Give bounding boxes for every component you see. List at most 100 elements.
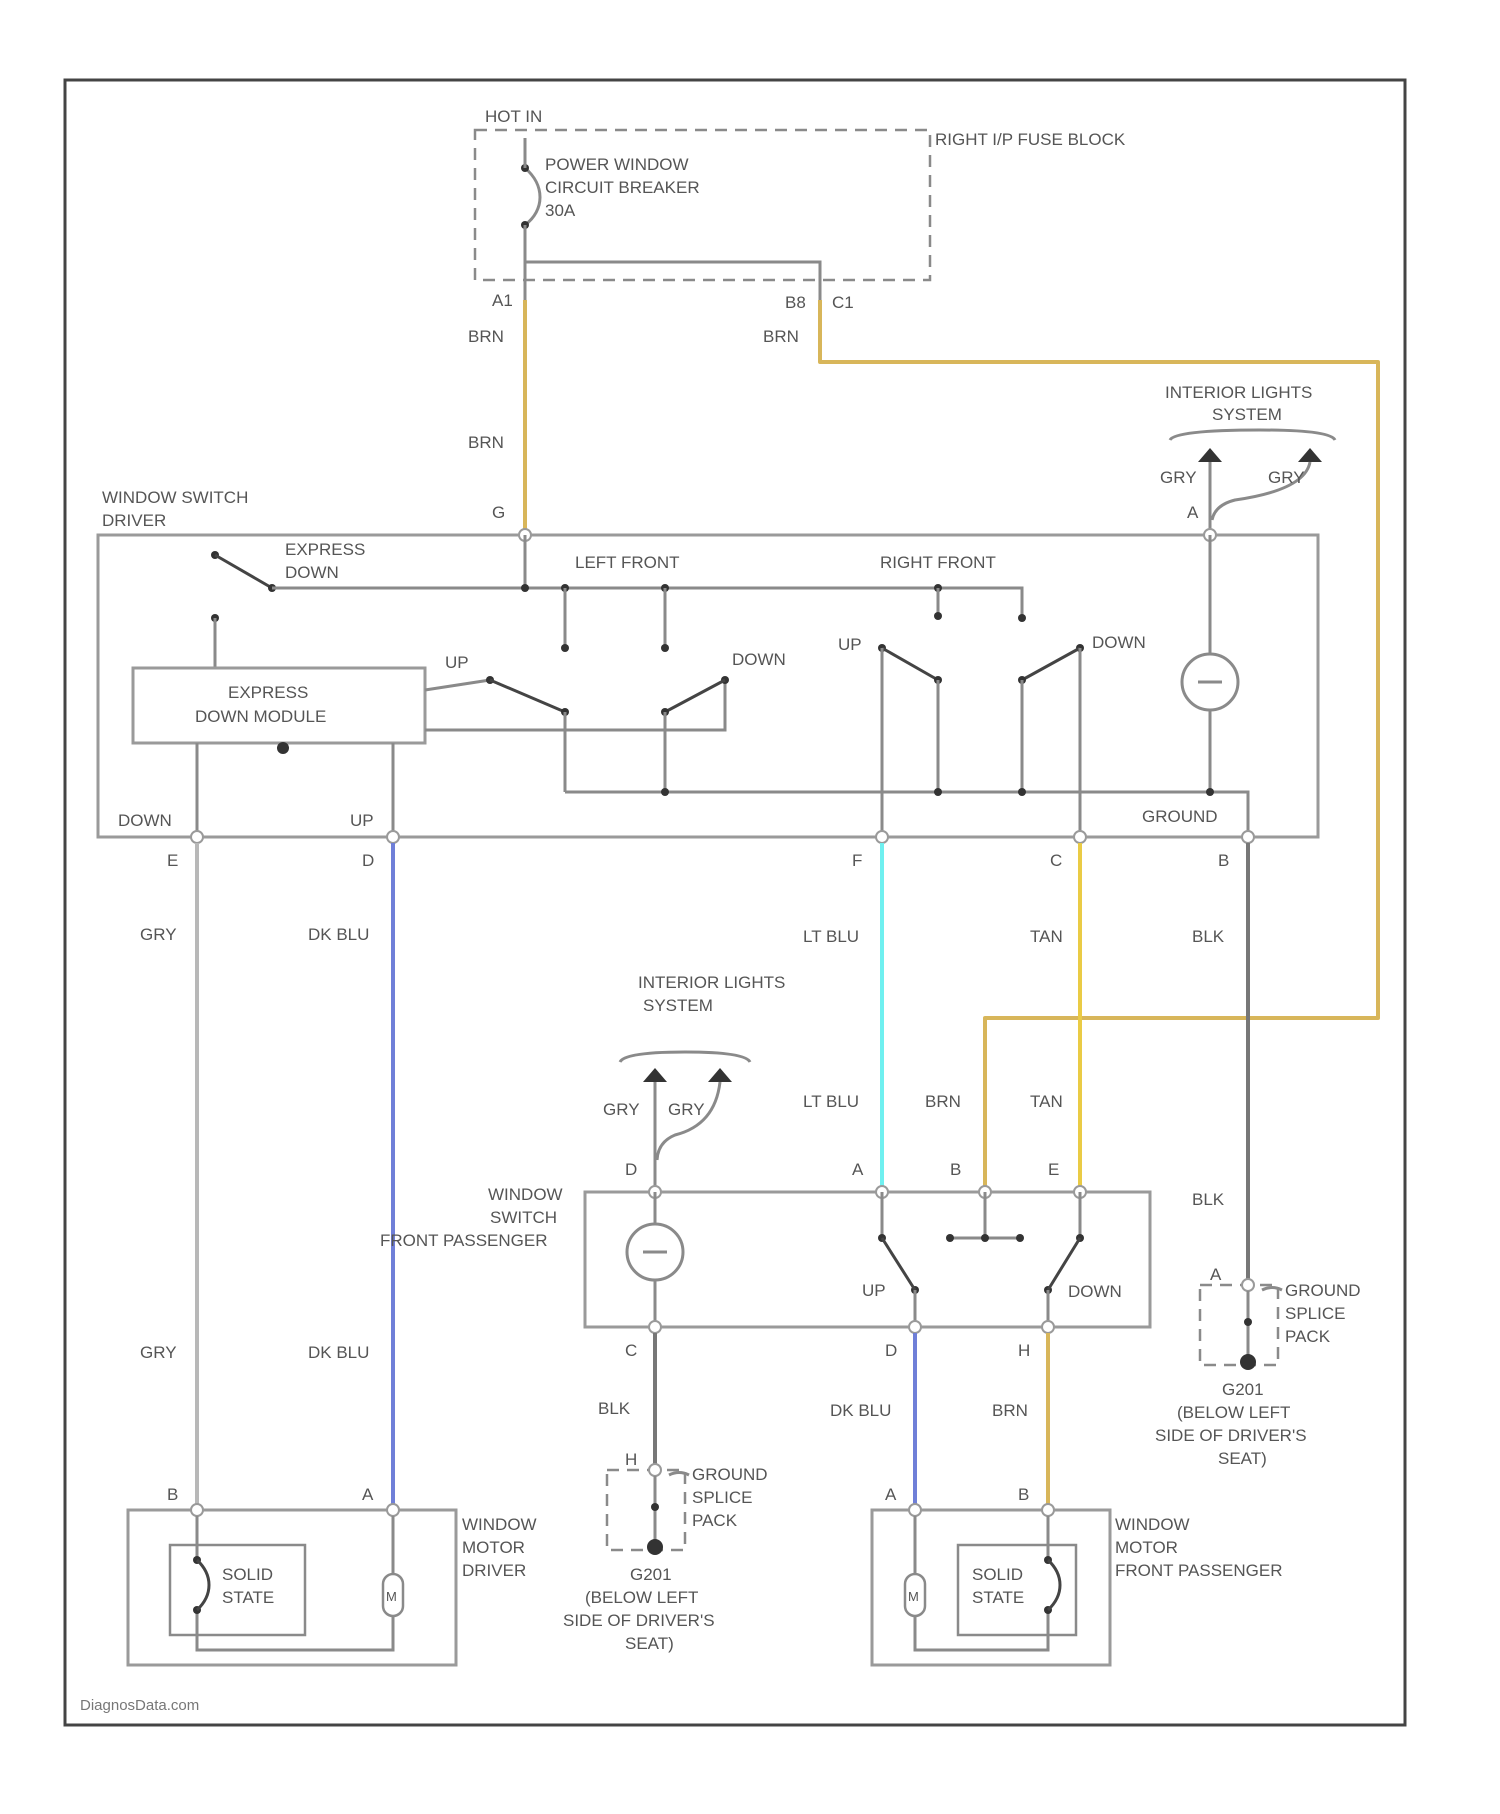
wire-label-brn-2: BRN — [468, 433, 504, 452]
express-down-module — [133, 668, 425, 743]
pin-c1-label: C1 — [832, 293, 854, 312]
splice-right-label-2: SPLICE — [1285, 1304, 1345, 1323]
pin-h-label-pass: H — [1018, 1341, 1030, 1360]
ground-center-label-2: (BELOW LEFT — [585, 1588, 698, 1607]
fuse-block: HOT IN RIGHT I/P FUSE BLOCK POWER WINDOW… — [475, 107, 1126, 312]
motor-driver-label-3: DRIVER — [462, 1561, 526, 1580]
motor-pass-label-2: MOTOR — [1115, 1538, 1178, 1557]
pin-c-label-driver: C — [1050, 851, 1062, 870]
wire-label-brn-3: BRN — [763, 327, 799, 346]
fuse-block-outline — [475, 130, 930, 280]
pin-b8-label: B8 — [785, 293, 806, 312]
wire-label-dkblu-1: DK BLU — [308, 925, 369, 944]
motor-driver-label-2: MOTOR — [462, 1538, 525, 1557]
interior-lights-lower-label-1: INTERIOR LIGHTS — [638, 973, 785, 992]
pin-e-label-pass: E — [1048, 1160, 1059, 1179]
wire-label-brn-4: BRN — [925, 1092, 961, 1111]
pass-switch-label-2: SWITCH — [490, 1208, 557, 1227]
wire-label-ltblu-2: LT BLU — [803, 1092, 859, 1111]
pin-d-label-pass-out: D — [885, 1341, 897, 1360]
pin-d-label-driver: D — [362, 851, 374, 870]
pin-h-label-splice-center: H — [625, 1450, 637, 1469]
pin-a1-label: A1 — [492, 291, 513, 310]
gry-label-top-1: GRY — [1160, 468, 1197, 487]
breaker-label-1: POWER WINDOW — [545, 155, 689, 174]
wire-label-gry-2: GRY — [140, 1343, 177, 1362]
driver-switch-label-1: WINDOW SWITCH — [102, 488, 248, 507]
driver-ground-pin-label: GROUND — [1142, 807, 1218, 826]
driver-up-pin-label: UP — [350, 811, 374, 830]
wire-label-blk-2: BLK — [1192, 1190, 1225, 1209]
gry-label-lower-2: GRY — [668, 1100, 705, 1119]
pass-down-label: DOWN — [1068, 1282, 1122, 1301]
wire-label-blk-1: BLK — [1192, 927, 1225, 946]
wire-label-dkblu-3: DK BLU — [830, 1401, 891, 1420]
express-down-label-2: DOWN — [285, 563, 339, 582]
pin-e-label-driver: E — [167, 851, 178, 870]
motor-driver-label-1: WINDOW — [462, 1515, 537, 1534]
pin-b-label-driver: B — [1218, 851, 1229, 870]
rf-down-label: DOWN — [1092, 633, 1146, 652]
breaker-label-2: CIRCUIT BREAKER — [545, 178, 700, 197]
motor-pass-label-3: FRONT PASSENGER — [1115, 1561, 1283, 1580]
interior-lights-label-2: SYSTEM — [1212, 405, 1282, 424]
pin-a-label-top: A — [1187, 503, 1199, 522]
splice-center-label-1: GROUND — [692, 1465, 768, 1484]
wire-label-gry-1: GRY — [140, 925, 177, 944]
motor-pass-label-1: WINDOW — [1115, 1515, 1190, 1534]
breaker-label-3: 30A — [545, 201, 576, 220]
module-label-2: DOWN MODULE — [195, 707, 326, 726]
pass-switch-label-3: FRONT PASSENGER — [380, 1231, 548, 1250]
hot-label: HOT IN — [485, 107, 542, 126]
lf-down-label: DOWN — [732, 650, 786, 669]
wire-label-tan-1: TAN — [1030, 927, 1063, 946]
splice-right-label-1: GROUND — [1285, 1281, 1361, 1300]
pin-a-label-motor-pass: A — [885, 1485, 897, 1504]
ground-splice-right: A GROUND SPLICE PACK G201 (BELOW LEFT SI… — [1155, 1265, 1361, 1468]
pin-a-label-splice-right: A — [1210, 1265, 1222, 1284]
solid-state-pass-label-1: SOLID — [972, 1565, 1023, 1584]
express-down-label-1: EXPRESS — [285, 540, 365, 559]
ground-center-label-1: G201 — [630, 1565, 672, 1584]
ground-right-label-1: G201 — [1222, 1380, 1264, 1399]
wire-label-tan-2: TAN — [1030, 1092, 1063, 1111]
module-label-1: EXPRESS — [228, 683, 308, 702]
splice-center-label-2: SPLICE — [692, 1488, 752, 1507]
solid-state-driver-label-1: SOLID — [222, 1565, 273, 1584]
interior-lights-lower: INTERIOR LIGHTS SYSTEM SYSTEM GRY GRY D — [603, 973, 785, 1192]
pin-d-label-pass: D — [625, 1160, 637, 1179]
passenger-window-switch: WINDOW SWITCH FRONT PASSENGER A B E UP D… — [380, 1160, 1150, 1360]
ground-right-label-2: (BELOW LEFT — [1177, 1403, 1290, 1422]
pin-b-label-motor-pass: B — [1018, 1485, 1029, 1504]
pin-b-label-motor-driver: B — [167, 1485, 178, 1504]
pin-a-label-motor-driver: A — [362, 1485, 374, 1504]
driver-down-pin-label: DOWN — [118, 811, 172, 830]
pin-a-label-pass: A — [852, 1160, 864, 1179]
splice-right-label-3: PACK — [1285, 1327, 1331, 1346]
wire-label-brn-5: BRN — [992, 1401, 1028, 1420]
window-motor-driver: B A SOLID STATE M WINDOW MOTOR DRIVER — [128, 1485, 537, 1665]
left-front-label: LEFT FRONT — [575, 553, 680, 572]
solid-state-pass-label-2: STATE — [972, 1588, 1024, 1607]
motor-m-driver: M — [386, 1589, 397, 1604]
pass-switch-label-1: WINDOW — [488, 1185, 563, 1204]
ground-center-label-3: SIDE OF DRIVER'S — [563, 1611, 715, 1630]
ground-center-label-4: SEAT) — [625, 1634, 674, 1653]
gry-label-lower-1: GRY — [603, 1100, 640, 1119]
interior-lights-lower-label-2: SYSTEM — [643, 996, 713, 1015]
interior-lights-label-1: INTERIOR LIGHTS — [1165, 383, 1312, 402]
wire-label-brn-1: BRN — [468, 327, 504, 346]
ground-splice-center: H GROUND SPLICE PACK G201 (BELOW LEFT SI… — [563, 1450, 768, 1653]
pin-f-label-driver: F — [852, 851, 862, 870]
ground-right-label-3: SIDE OF DRIVER'S — [1155, 1426, 1307, 1445]
right-front-label: RIGHT FRONT — [880, 553, 996, 572]
gry-label-top-2: GRY — [1268, 468, 1305, 487]
interior-lights-top: INTERIOR LIGHTS SYSTEM GRY GRY A — [1160, 383, 1335, 535]
ground-right-label-4: SEAT) — [1218, 1449, 1267, 1468]
fuse-block-label: RIGHT I/P FUSE BLOCK — [935, 130, 1126, 149]
wire-label-dkblu-2: DK BLU — [308, 1343, 369, 1362]
driver-switch-label-2: DRIVER — [102, 511, 166, 530]
pass-up-label: UP — [862, 1281, 886, 1300]
solid-state-driver-label-2: STATE — [222, 1588, 274, 1607]
